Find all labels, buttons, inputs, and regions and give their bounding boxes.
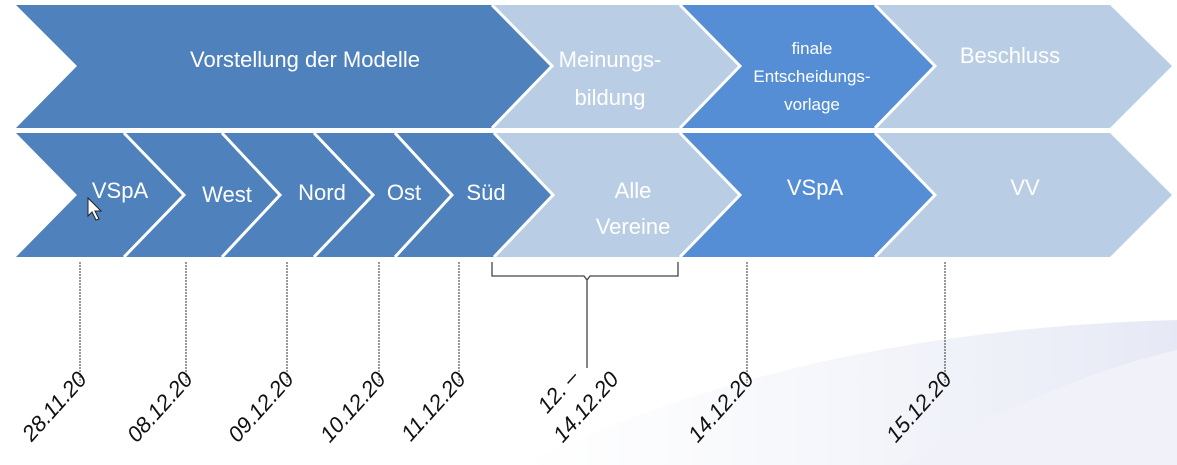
step-chevron — [314, 133, 452, 257]
step-chevron — [222, 133, 373, 257]
step-label: Süd — [466, 180, 505, 205]
step-label: Nord — [298, 180, 346, 205]
phase-label: Vorstellung der Modelle — [190, 47, 420, 72]
step-label: Ost — [387, 180, 421, 205]
step-chevron — [680, 133, 935, 257]
date-label: 09.12.20 — [223, 366, 299, 447]
mouse-cursor-icon — [87, 196, 103, 221]
date-label: 08.12.20 — [122, 366, 198, 447]
date-label: 11.12.20 — [396, 366, 471, 446]
step-chevron — [124, 133, 280, 257]
step-chevron — [494, 133, 740, 257]
phase-chevron-vorstellung — [16, 5, 552, 128]
phase-label: Meinungs- — [559, 47, 662, 72]
phase-label: bildung — [575, 85, 646, 110]
step-label: VV — [1010, 175, 1040, 200]
phase-label: finale — [792, 39, 833, 58]
step-chevron — [395, 133, 553, 257]
step-label: Vereine — [596, 214, 671, 239]
step-label: VSpA — [92, 178, 149, 203]
step-chevron — [16, 133, 184, 257]
step-chevron — [875, 133, 1172, 257]
step-label: Alle — [615, 178, 652, 203]
step-label: VSpA — [787, 175, 844, 200]
step-label: West — [202, 182, 252, 207]
phase-label: Entscheidungs- — [753, 67, 870, 86]
phase-chevron-entscheidungsvorlage — [680, 5, 935, 128]
date-label: 10.12.20 — [315, 366, 391, 447]
phase-chevron-meinungsbildung — [492, 5, 740, 128]
background-swoosh-2 — [900, 350, 1177, 465]
date-label: 28.11.20 — [16, 366, 92, 446]
phase-chevron-beschluss — [875, 5, 1172, 128]
phase-label: Beschluss — [960, 43, 1060, 68]
phase-label: vorlage — [784, 95, 840, 114]
date-connectors — [79, 262, 946, 383]
range-brace — [491, 262, 679, 368]
